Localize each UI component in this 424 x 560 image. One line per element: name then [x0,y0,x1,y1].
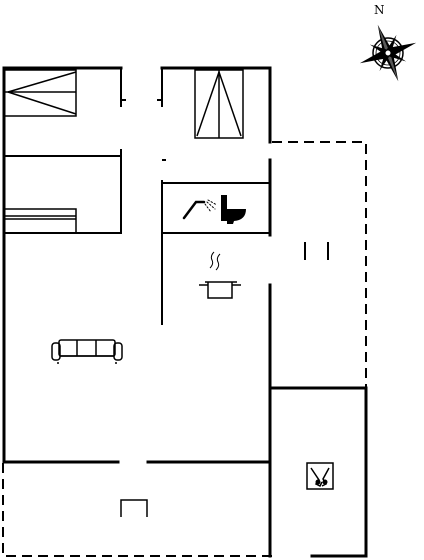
bedroom-2-bed-icon [194,69,244,139]
terrace-east-outline [272,141,367,388]
cooking-pot-icon [199,251,241,299]
compass-north-label: N [374,3,385,17]
sofa-icon [51,339,123,364]
door-markers [121,99,329,260]
chair-icon [120,499,148,517]
walls [2,66,368,558]
toilet-icon [221,195,246,224]
compass-rose-icon: N [359,3,417,82]
bedroom-3-bed-icon [3,208,77,234]
wine-glasses-icon [306,462,334,490]
bedroom-1-bed-icon [3,69,77,117]
shower-icon [182,199,218,220]
terrace-south-outline [2,463,272,557]
terrace-outlines [2,141,367,557]
